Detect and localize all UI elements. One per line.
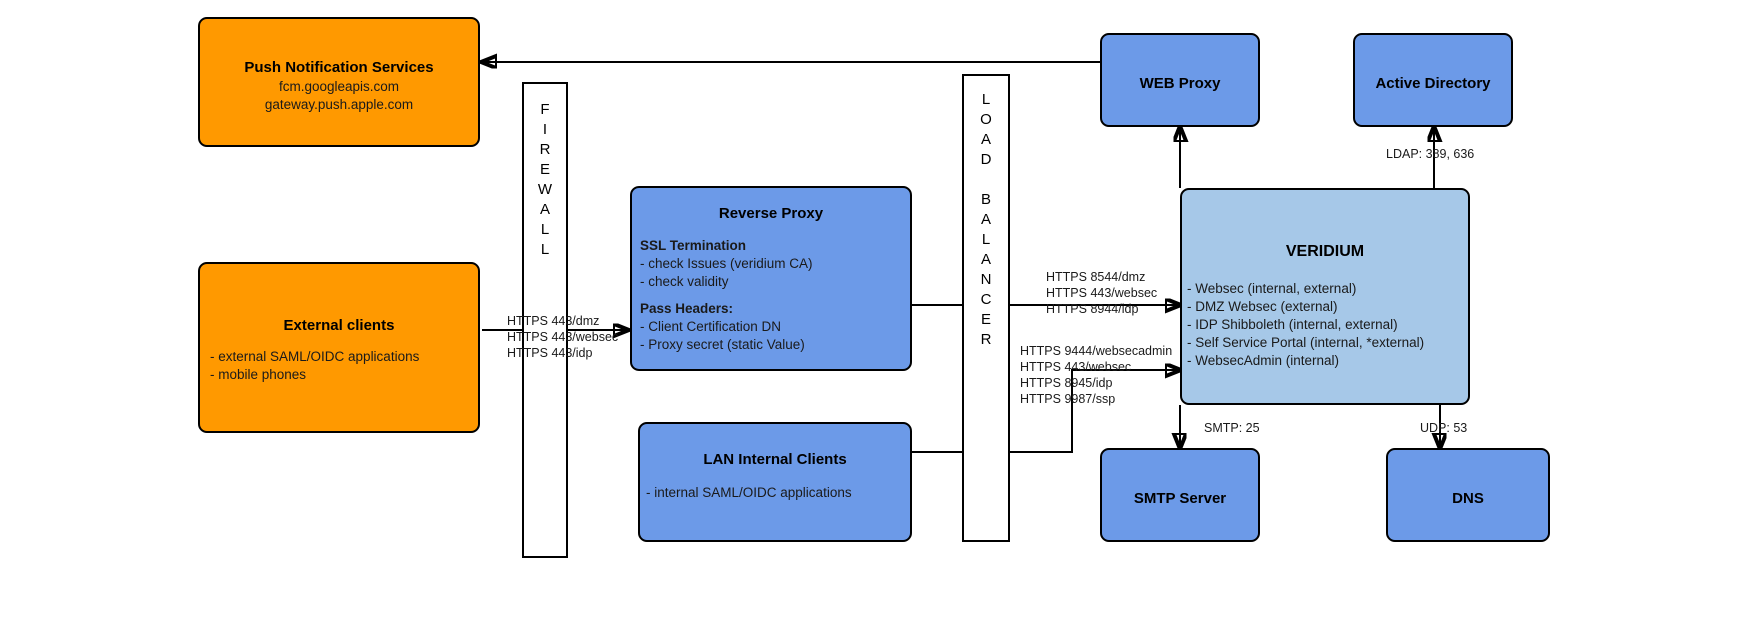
node-dns[interactable]: DNS	[1386, 448, 1550, 542]
node-smtp-server[interactable]: SMTP Server	[1100, 448, 1260, 542]
node-external-clients[interactable]: External clients - external SAML/OIDC ap…	[198, 262, 480, 433]
external-clients-lines: - external SAML/OIDC applications - mobi…	[210, 349, 420, 382]
lan-internal-clients-title: LAN Internal Clients	[703, 451, 847, 468]
node-load-balancer[interactable]: L O A D B A L A N C E R	[962, 74, 1010, 542]
edge-label-smtp: SMTP: 25	[1204, 421, 1260, 435]
node-veridium[interactable]: VERIDIUM - Websec (internal, external) -…	[1180, 188, 1470, 405]
dns-title: DNS	[1452, 490, 1484, 507]
veridium-service-list: - Websec (internal, external) - DMZ Webs…	[1187, 281, 1425, 368]
firewall-label: F I R E W A L L	[537, 101, 553, 258]
reverse-proxy-ssl-lines: - check Issues (veridium CA) - check val…	[640, 256, 813, 289]
reverse-proxy-headers-lines: - Client Certification DN - Proxy secret…	[640, 319, 805, 352]
reverse-proxy-title: Reverse Proxy	[718, 205, 824, 222]
load-balancer-label: L O A D B A L A N C E R	[980, 91, 992, 348]
edge-label-dns-udp: UDP: 53	[1420, 421, 1468, 435]
push-notification-lines: fcm.googleapis.com gateway.push.apple.co…	[264, 79, 414, 112]
lan-internal-clients-lines: - internal SAML/OIDC applications	[646, 485, 852, 500]
edge-label-ldap: LDAP: 389, 636	[1386, 147, 1475, 161]
reverse-proxy-headers-title: Pass Headers:	[640, 301, 734, 316]
node-push-notification-services[interactable]: Push Notification Services fcm.googleapi…	[198, 17, 480, 147]
reverse-proxy-ssl-title: SSL Termination	[640, 238, 747, 253]
edge-label-external-to-reverseproxy: HTTPS 443/dmz HTTPS 443/websec HTTPS 443…	[507, 314, 619, 360]
node-firewall[interactable]: F I R E W A L L	[522, 82, 568, 558]
node-lan-internal-clients[interactable]: LAN Internal Clients - internal SAML/OID…	[638, 422, 912, 542]
active-directory-title: Active Directory	[1375, 75, 1491, 92]
push-notification-title: Push Notification Services	[244, 59, 434, 76]
edge-label-lb-to-veridium: HTTPS 8544/dmz HTTPS 443/websec HTTPS 89…	[1046, 270, 1158, 316]
edge-label-lan-to-veridium: HTTPS 9444/websecadmin HTTPS 443/websec …	[1020, 344, 1173, 406]
web-proxy-title: WEB Proxy	[1139, 75, 1221, 92]
node-reverse-proxy[interactable]: Reverse Proxy SSL Termination - check Is…	[630, 186, 912, 371]
external-clients-title: External clients	[283, 317, 395, 334]
veridium-title: VERIDIUM	[1285, 243, 1365, 260]
smtp-server-title: SMTP Server	[1133, 490, 1227, 507]
node-web-proxy[interactable]: WEB Proxy	[1100, 33, 1260, 127]
node-active-directory[interactable]: Active Directory	[1353, 33, 1513, 127]
